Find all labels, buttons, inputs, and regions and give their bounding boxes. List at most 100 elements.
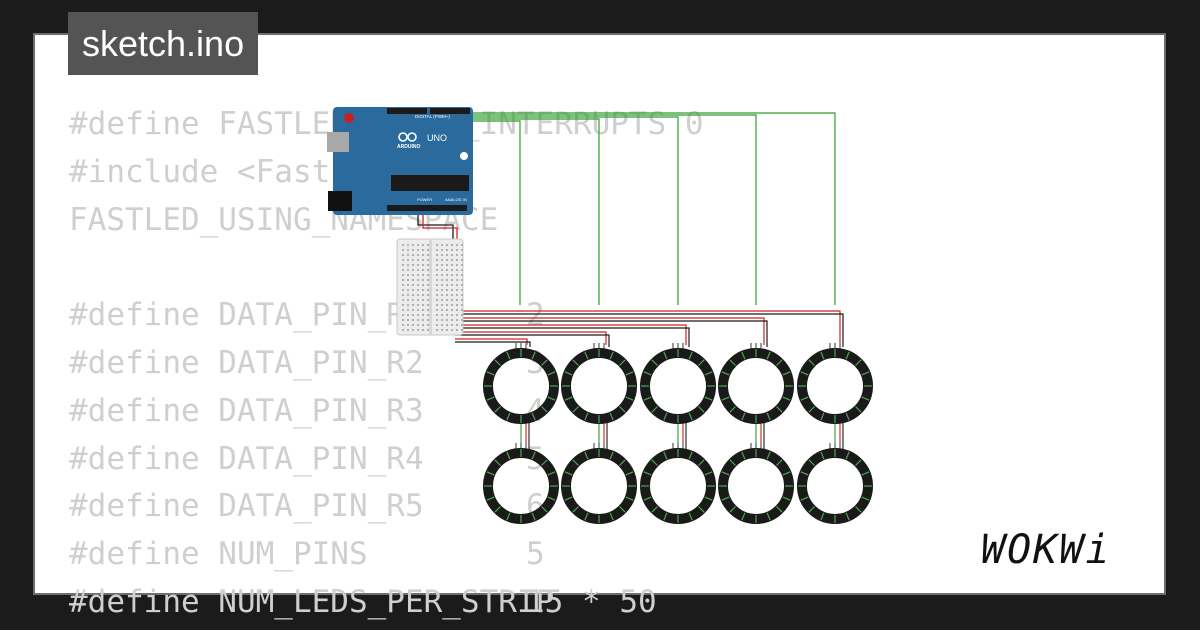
led-pixel <box>776 406 783 413</box>
led-pixel <box>531 351 536 360</box>
code-value: 2 <box>526 297 545 334</box>
led-ring <box>797 348 873 424</box>
breadboard-hole <box>446 299 448 301</box>
breadboard-hole <box>436 314 438 316</box>
breadboard-hole <box>456 294 458 296</box>
led-pixel <box>625 396 634 401</box>
ring-pin <box>598 443 600 451</box>
breadboard-hole <box>456 329 458 331</box>
code-text: #define DATA_PIN_R2 <box>69 344 424 381</box>
breadboard-hole <box>456 314 458 316</box>
breadboard-hole <box>456 299 458 301</box>
ring-pin <box>829 443 831 451</box>
led-pixel <box>541 406 548 413</box>
led-pixel <box>766 512 771 521</box>
led-pixel <box>704 396 713 401</box>
led-pixel <box>800 496 809 501</box>
led-pixel <box>698 459 705 466</box>
ring-pin <box>672 343 674 351</box>
ring-pin <box>682 443 684 451</box>
breadboard-hole <box>407 259 409 261</box>
code-text: #define DATA_PIN_R3 <box>69 392 424 429</box>
breadboard-hole <box>456 289 458 291</box>
led-pixel <box>766 412 771 421</box>
breadboard-hole <box>422 324 424 326</box>
led-pixel <box>741 512 746 521</box>
breadboard-hole <box>427 264 429 266</box>
arduino-logo-icon <box>398 132 417 142</box>
breadboard-hole <box>451 309 453 311</box>
breadboard-hole <box>451 289 453 291</box>
ring-pin <box>593 343 595 351</box>
breadboard-hole <box>436 329 438 331</box>
breadboard-hole <box>402 309 404 311</box>
code-text: #define DATA_PIN_R5 <box>69 488 424 525</box>
breadboard-hole <box>422 284 424 286</box>
wokwi-logo: WOKWi <box>981 527 1109 573</box>
breadboard-hole <box>407 254 409 256</box>
breadboard-hole <box>407 324 409 326</box>
breadboard-hole <box>441 294 443 296</box>
breadboard-hole <box>407 244 409 246</box>
breadboard-hole <box>427 284 429 286</box>
led-pixel <box>741 351 746 360</box>
led-pixel <box>845 351 850 360</box>
breadboard-hole <box>436 259 438 261</box>
breadboard-hole <box>412 329 414 331</box>
ring-pin <box>834 343 836 351</box>
breadboard-hole <box>427 319 429 321</box>
breadboard-hole <box>422 309 424 311</box>
ring-pin <box>839 443 841 451</box>
ring-pin <box>755 443 757 451</box>
breadboard-hole <box>461 269 463 271</box>
breadboard-hole <box>446 264 448 266</box>
led-pixel <box>609 451 614 460</box>
breadboard-hole <box>461 254 463 256</box>
breadboard-hole <box>427 254 429 256</box>
ring-pin <box>750 443 752 451</box>
led-pixel <box>547 396 556 401</box>
led-pixel <box>861 496 870 501</box>
led-pixel <box>584 512 589 521</box>
breadboard-hole <box>436 244 438 246</box>
ring-pin <box>525 443 527 451</box>
breadboard-hole <box>441 329 443 331</box>
breadboard-hole <box>402 319 404 321</box>
ring-pin <box>603 343 605 351</box>
led-pixel <box>808 506 815 513</box>
breadboard-hole <box>412 294 414 296</box>
led-pixel <box>619 406 626 413</box>
led-pixel <box>651 359 658 366</box>
reset-button <box>344 113 354 123</box>
led-pixel <box>766 351 771 360</box>
breadboard-hole <box>427 244 429 246</box>
file-tab[interactable]: sketch.ino <box>68 12 259 75</box>
led-pixel <box>800 371 809 376</box>
breadboard-hole <box>436 324 438 326</box>
breadboard-hole <box>402 254 404 256</box>
code-value: 5 <box>526 536 545 573</box>
breadboard-hole <box>436 269 438 271</box>
led-ring <box>483 448 559 524</box>
led-pixel <box>721 396 730 401</box>
breadboard-hole <box>412 324 414 326</box>
led-pixel <box>663 412 668 421</box>
breadboard-hole <box>417 299 419 301</box>
breadboard-hole <box>461 244 463 246</box>
breadboard-hole <box>417 284 419 286</box>
breadboard-hole <box>441 264 443 266</box>
breadboard-hole <box>456 324 458 326</box>
breadboard-hole <box>461 294 463 296</box>
led-ring <box>797 448 873 524</box>
breadboard-hole <box>461 299 463 301</box>
breadboard-hole <box>417 259 419 261</box>
led-pixel <box>704 371 713 376</box>
header-label: DIGITAL (PWM~) <box>415 114 450 119</box>
breadboard-hole <box>422 274 424 276</box>
breadboard-hole <box>407 309 409 311</box>
ring-pin <box>593 443 595 451</box>
breadboard-hole <box>436 299 438 301</box>
led-ring <box>561 448 637 524</box>
